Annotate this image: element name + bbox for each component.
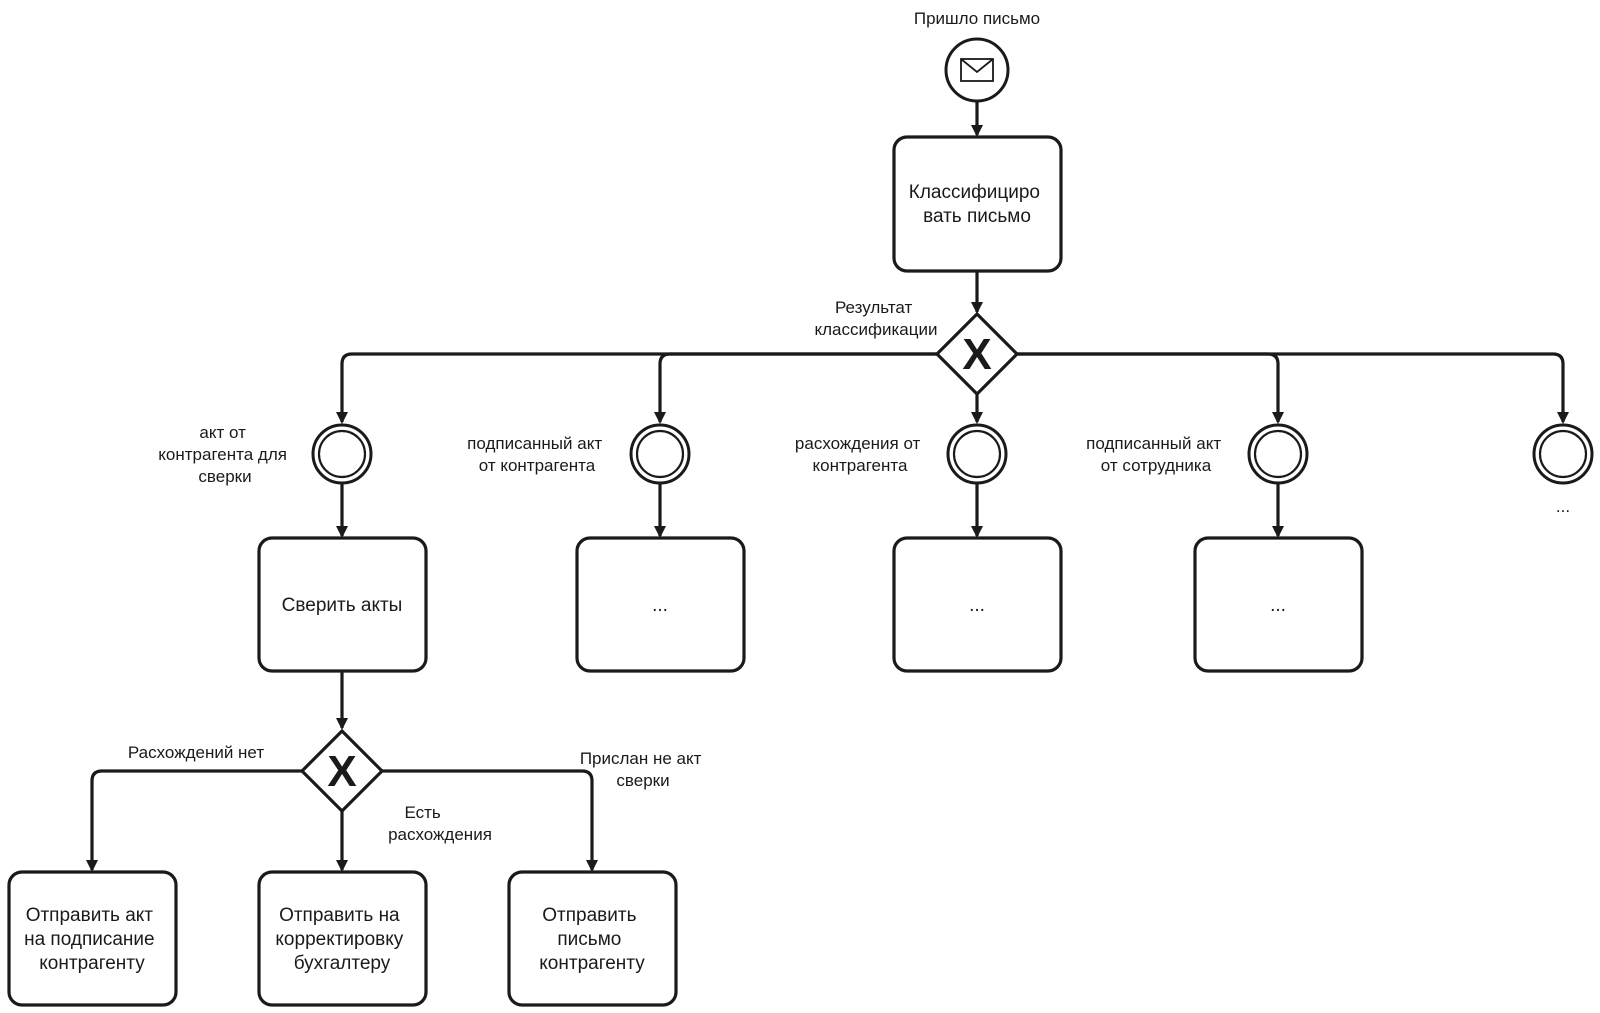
outcome-2-label-line-2: расхождения: [388, 825, 492, 844]
svg-text:Отправить на корректиров: Отправить на корректировку бухгалтеру: [275, 905, 408, 974]
gateway-classification-result[interactable]: Результат классификации X: [815, 298, 1020, 397]
task-branch-3[interactable]: ...: [892, 536, 1063, 673]
branch-4-label-line-1: подписанный акт: [1086, 434, 1221, 453]
branch-event-5[interactable]: ...: [1532, 423, 1594, 516]
edge-gateway-to-branch-2[interactable]: [654, 352, 937, 424]
outcome-3-edge-label: Прислан не акт сверки: [580, 749, 706, 790]
branch-event-2[interactable]: подписанный акт от контрагента: [467, 423, 691, 485]
task-outcome-3-line-2: письмо: [557, 929, 621, 950]
branch-4-label-line-2: от сотрудника: [1101, 456, 1212, 475]
edge-gateway-to-branch-1[interactable]: [336, 352, 937, 424]
task-outcome-2-line-2: корректировку: [275, 929, 403, 950]
start-event-label: Пришло письмо: [914, 9, 1040, 28]
branch-1-label-line-2: контрагента для: [158, 445, 287, 464]
gateway-main-label-line-1: Результат: [835, 298, 913, 317]
branch-3-label-line-1: расхождения от: [795, 434, 921, 453]
branch-event-1[interactable]: акт от контрагента для сверки: [158, 423, 373, 486]
task-outcome-2-line-1: Отправить на: [279, 905, 400, 926]
outcome-3-label-line-2: сверки: [616, 771, 669, 790]
task-branch-3-label: ...: [969, 595, 985, 616]
svg-text:Классифициро вать письмо: Классифициро вать письмо: [909, 182, 1046, 227]
exclusive-gateway-x-icon: X: [327, 747, 356, 796]
task-outcome-3-line-3: контрагенту: [539, 953, 645, 974]
task-outcome-1-line-1: Отправить акт: [26, 905, 154, 926]
branch-event-5-label: ...: [1556, 497, 1570, 516]
svg-text:Отправить письмо к: Отправить письмо контрагенту: [539, 905, 645, 974]
task-classify-line-2: вать письмо: [923, 206, 1031, 227]
task-outcome-3-line-1: Отправить: [542, 905, 636, 926]
task-send-for-correction[interactable]: Отправить на корректировку бухгалтеру: [257, 870, 428, 1007]
envelope-icon: [960, 58, 994, 82]
exclusive-gateway-x-icon: X: [962, 330, 991, 379]
edges: [86, 102, 1569, 872]
svg-text:Отправить акт на подписа: Отправить акт на подписание контрагенту: [24, 905, 160, 974]
task-send-act-for-signing[interactable]: Отправить акт на подписание контрагенту: [7, 870, 178, 1007]
outcome-2-label-line-1: Есть: [404, 803, 440, 822]
task-classify-letter[interactable]: Классифициро вать письмо: [892, 135, 1063, 273]
task-branch-4[interactable]: ...: [1193, 536, 1364, 673]
branch-2-label-line-2: от контрагента: [479, 456, 596, 475]
gateway-main-label-line-2: классификации: [815, 320, 938, 339]
branch-event-4[interactable]: подписанный акт от сотрудника: [1086, 423, 1309, 485]
branch-event-1-label: акт от контрагента для сверки: [158, 423, 291, 486]
branch-3-label-line-2: контрагента: [813, 456, 908, 475]
edge-gateway-to-branch-4[interactable]: [1017, 352, 1284, 424]
edge-gateway-to-branch-5[interactable]: [1017, 352, 1569, 424]
edge-outcome-1[interactable]: [86, 769, 302, 872]
task-outcome-2-line-3: бухгалтеру: [294, 953, 391, 974]
edge-outcome-3[interactable]: [382, 769, 598, 872]
task-reconcile-acts-label: Сверить акты: [282, 595, 403, 616]
branch-1-label-line-3: сверки: [198, 467, 251, 486]
branch-event-2-label: подписанный акт от контрагента: [467, 434, 607, 475]
outcome-3-label-line-1: Прислан не акт: [580, 749, 702, 768]
task-branch-2[interactable]: ...: [575, 536, 746, 673]
task-branch-4-label: ...: [1270, 595, 1286, 616]
gateway-main-label: Результат классификации: [815, 298, 938, 339]
task-classify-line-1: Классифициро: [909, 182, 1040, 203]
task-outcome-1-line-2: на подписание: [24, 929, 155, 950]
branch-2-label-line-1: подписанный акт: [467, 434, 602, 453]
start-event[interactable]: Пришло письмо: [914, 9, 1040, 103]
task-reconcile-acts[interactable]: Сверить акты: [257, 536, 428, 673]
branch-event-4-label: подписанный акт от сотрудника: [1086, 434, 1226, 475]
branch-1-label-line-1: акт от: [199, 423, 246, 442]
task-branch-2-label: ...: [652, 595, 668, 616]
task-outcome-1-line-3: контрагенту: [39, 953, 145, 974]
gateway-reconcile-result[interactable]: X: [299, 728, 385, 814]
task-send-letter-to-counterparty[interactable]: Отправить письмо контрагенту: [507, 870, 678, 1007]
branch-event-3-label: расхождения от контрагента: [795, 434, 925, 475]
outcome-2-edge-label: Есть расхождения: [388, 803, 492, 844]
outcome-1-edge-label: Расхождений нет: [128, 743, 264, 762]
branch-event-3[interactable]: расхождения от контрагента: [795, 423, 1008, 485]
